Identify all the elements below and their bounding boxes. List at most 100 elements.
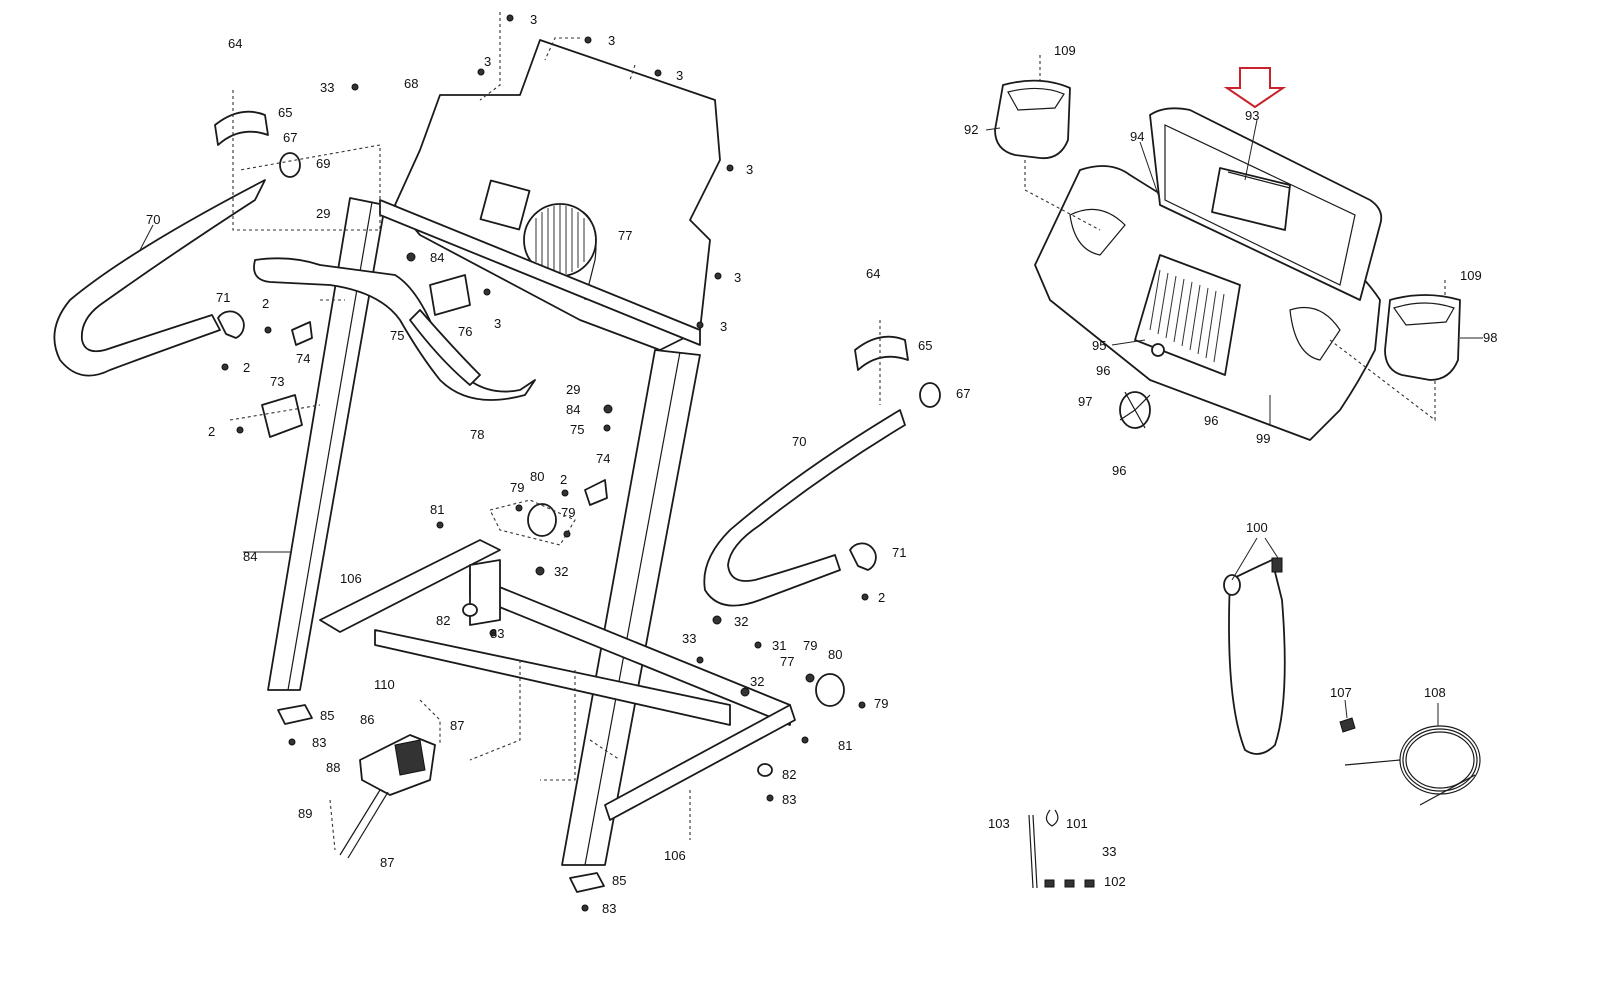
foot-pad-85-right [569, 872, 605, 893]
callout-3: 3 [484, 54, 491, 69]
tie-101 [1045, 809, 1059, 827]
callout-79: 79 [874, 696, 888, 711]
callout-79: 79 [803, 638, 817, 653]
callout-67: 67 [283, 130, 297, 145]
callout-92: 92 [964, 122, 978, 137]
callout-102: 102 [1104, 874, 1126, 889]
bracket-76 [429, 274, 471, 316]
fan-grille [535, 205, 585, 275]
callout-83: 83 [602, 901, 616, 916]
fan-97 [1119, 391, 1151, 429]
callout-83: 83 [782, 792, 796, 807]
callout-67: 67 [956, 386, 970, 401]
callout-3: 3 [494, 316, 501, 331]
incline-motor-88 [339, 734, 436, 859]
callout-108: 108 [1424, 685, 1446, 700]
tie-103 [1028, 814, 1034, 889]
callout-96: 96 [1096, 363, 1110, 378]
grip-cap-71-left [217, 310, 245, 339]
callout-76: 76 [458, 324, 472, 339]
callout-32: 32 [734, 614, 748, 629]
clips-102 [1044, 879, 1095, 888]
callout-65: 65 [918, 338, 932, 353]
callout-87: 87 [380, 855, 394, 870]
dashed-leaders-right [1024, 55, 1446, 422]
callout-84: 84 [566, 402, 580, 417]
display-window-93 [1211, 167, 1291, 231]
callout-64: 64 [866, 266, 880, 281]
callout-80: 80 [828, 647, 842, 662]
highlight-arrow [1223, 67, 1287, 109]
callout-96: 96 [1204, 413, 1218, 428]
callout-71: 71 [216, 290, 230, 305]
callout-107: 107 [1330, 685, 1352, 700]
grip-cap-71-right [849, 542, 877, 571]
grip-78 [409, 309, 481, 386]
dashed-leaders-left [229, 12, 881, 851]
callout-100: 100 [1246, 520, 1268, 535]
callout-88: 88 [326, 760, 340, 775]
foot-pad-85-left [277, 704, 313, 725]
callout-85: 85 [612, 873, 626, 888]
callout-95: 95 [1092, 338, 1106, 353]
cover-65-left [214, 110, 269, 146]
callout-80: 80 [530, 469, 544, 484]
bracket-73 [261, 394, 303, 438]
callout-99: 99 [1256, 431, 1270, 446]
callout-94: 94 [1130, 129, 1144, 144]
callout-3: 3 [746, 162, 753, 177]
cover-65-right [854, 335, 909, 371]
callout-33: 33 [1102, 844, 1116, 859]
callout-74: 74 [596, 451, 610, 466]
callout-77: 77 [780, 654, 794, 669]
clip-107 [1339, 717, 1356, 733]
callout-29: 29 [316, 206, 330, 221]
callout-87: 87 [450, 718, 464, 733]
callout-81: 81 [838, 738, 852, 753]
bracket-74-left [291, 321, 313, 346]
callout-3: 3 [720, 319, 727, 334]
callout-73: 73 [270, 374, 284, 389]
callout-labels: 3 3 3 3 3 3 3 3 64 65 67 33 68 69 70 29 … [146, 12, 1497, 916]
chest-strap-100 [1223, 557, 1286, 755]
callout-2: 2 [878, 590, 885, 605]
callout-64: 64 [228, 36, 242, 51]
callout-2: 2 [560, 472, 567, 487]
wheel-80-top [527, 503, 557, 537]
callout-33: 33 [320, 80, 334, 95]
callout-29: 29 [566, 382, 580, 397]
callout-77: 77 [618, 228, 632, 243]
callout-84: 84 [430, 250, 444, 265]
callout-89: 89 [298, 806, 312, 821]
fasteners [221, 14, 869, 912]
callout-3: 3 [734, 270, 741, 285]
callout-110: 110 [374, 677, 395, 692]
end-cap-67-right [919, 382, 941, 408]
callout-78: 78 [470, 427, 484, 442]
foot-82-left [462, 603, 478, 617]
callout-82: 82 [436, 613, 450, 628]
callout-83: 83 [490, 626, 504, 641]
callout-2: 2 [208, 424, 215, 439]
leader-lines [139, 119, 1483, 726]
callout-68: 68 [404, 76, 418, 91]
callout-69: 69 [316, 156, 330, 171]
callout-2: 2 [262, 296, 269, 311]
cup-holder-92 [994, 79, 1071, 160]
callout-83: 83 [312, 735, 326, 750]
callout-93: 93 [1245, 108, 1259, 123]
handrail-right [703, 409, 906, 607]
callout-85: 85 [320, 708, 334, 723]
callout-98: 98 [1483, 330, 1497, 345]
foot-82-right [757, 763, 773, 777]
callout-32: 32 [750, 674, 764, 689]
callout-71: 71 [892, 545, 906, 560]
base-frame [319, 539, 796, 821]
callout-79: 79 [510, 480, 524, 495]
handrail-left [53, 179, 266, 377]
callout-81: 81 [430, 502, 444, 517]
callout-65: 65 [278, 105, 292, 120]
callout-75: 75 [570, 422, 584, 437]
speaker-grille-95 [1134, 254, 1241, 376]
